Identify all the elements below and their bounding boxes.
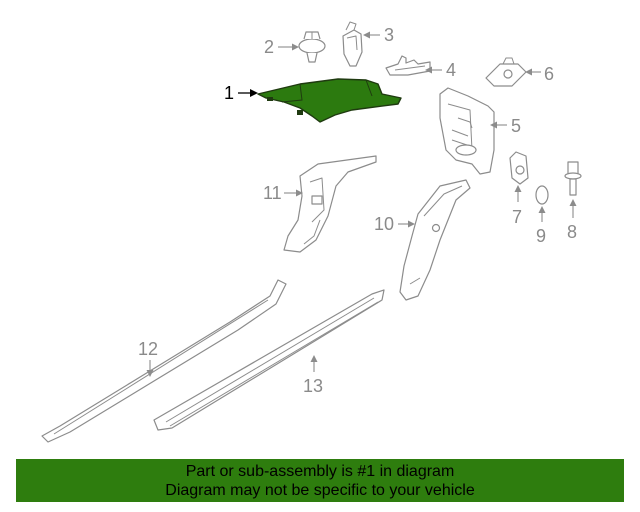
callout-7: 7 bbox=[512, 185, 522, 227]
callout-11: 11 bbox=[263, 183, 303, 203]
callout-4: 4 bbox=[425, 60, 456, 80]
svg-text:2: 2 bbox=[264, 37, 274, 57]
part-6-nut-clip[interactable] bbox=[485, 57, 527, 87]
callout-12: 12 bbox=[138, 339, 158, 377]
callout-3: 3 bbox=[363, 25, 394, 45]
part-4-bracket-clip[interactable] bbox=[385, 55, 431, 76]
callout-9: 9 bbox=[536, 206, 546, 246]
banner-line-2: Diagram may not be specific to your vehi… bbox=[165, 481, 475, 499]
svg-text:4: 4 bbox=[446, 60, 456, 80]
part-13-door-sill-plate[interactable] bbox=[153, 289, 385, 431]
callout-10: 10 bbox=[374, 214, 415, 234]
callout-1: 1 bbox=[224, 83, 258, 103]
banner-line-1: Part or sub-assembly is #1 in diagram bbox=[185, 462, 455, 480]
svg-text:6: 6 bbox=[544, 64, 554, 84]
part-3-clip[interactable] bbox=[342, 21, 363, 67]
svg-text:12: 12 bbox=[138, 339, 158, 359]
callout-8: 8 bbox=[567, 199, 577, 242]
part-5-pillar-trim[interactable] bbox=[439, 87, 495, 175]
part-2-push-pin[interactable] bbox=[298, 31, 326, 63]
svg-text:3: 3 bbox=[384, 25, 394, 45]
svg-text:8: 8 bbox=[567, 222, 577, 242]
svg-text:13: 13 bbox=[303, 376, 323, 396]
part-11-kick-panel[interactable] bbox=[283, 155, 377, 253]
svg-text:7: 7 bbox=[512, 207, 522, 227]
svg-text:1: 1 bbox=[224, 83, 234, 103]
callout-13: 13 bbox=[303, 355, 323, 396]
svg-text:11: 11 bbox=[263, 183, 282, 203]
svg-text:9: 9 bbox=[536, 226, 546, 246]
callout-2: 2 bbox=[264, 37, 299, 57]
callout-6: 6 bbox=[525, 64, 554, 84]
svg-text:10: 10 bbox=[374, 214, 394, 234]
part-8-bolt[interactable] bbox=[564, 161, 582, 196]
part-10-lower-pillar-trim[interactable] bbox=[399, 179, 471, 301]
part-9-o-ring[interactable] bbox=[535, 185, 549, 205]
callout-5: 5 bbox=[490, 116, 521, 136]
part-7-retainer[interactable] bbox=[509, 151, 529, 185]
svg-text:5: 5 bbox=[511, 116, 521, 136]
part-1-trim-panel[interactable] bbox=[257, 78, 402, 123]
part-info-banner: Part or sub-assembly is #1 in diagram Di… bbox=[16, 459, 624, 502]
part-12-sill-strip[interactable] bbox=[41, 279, 287, 443]
